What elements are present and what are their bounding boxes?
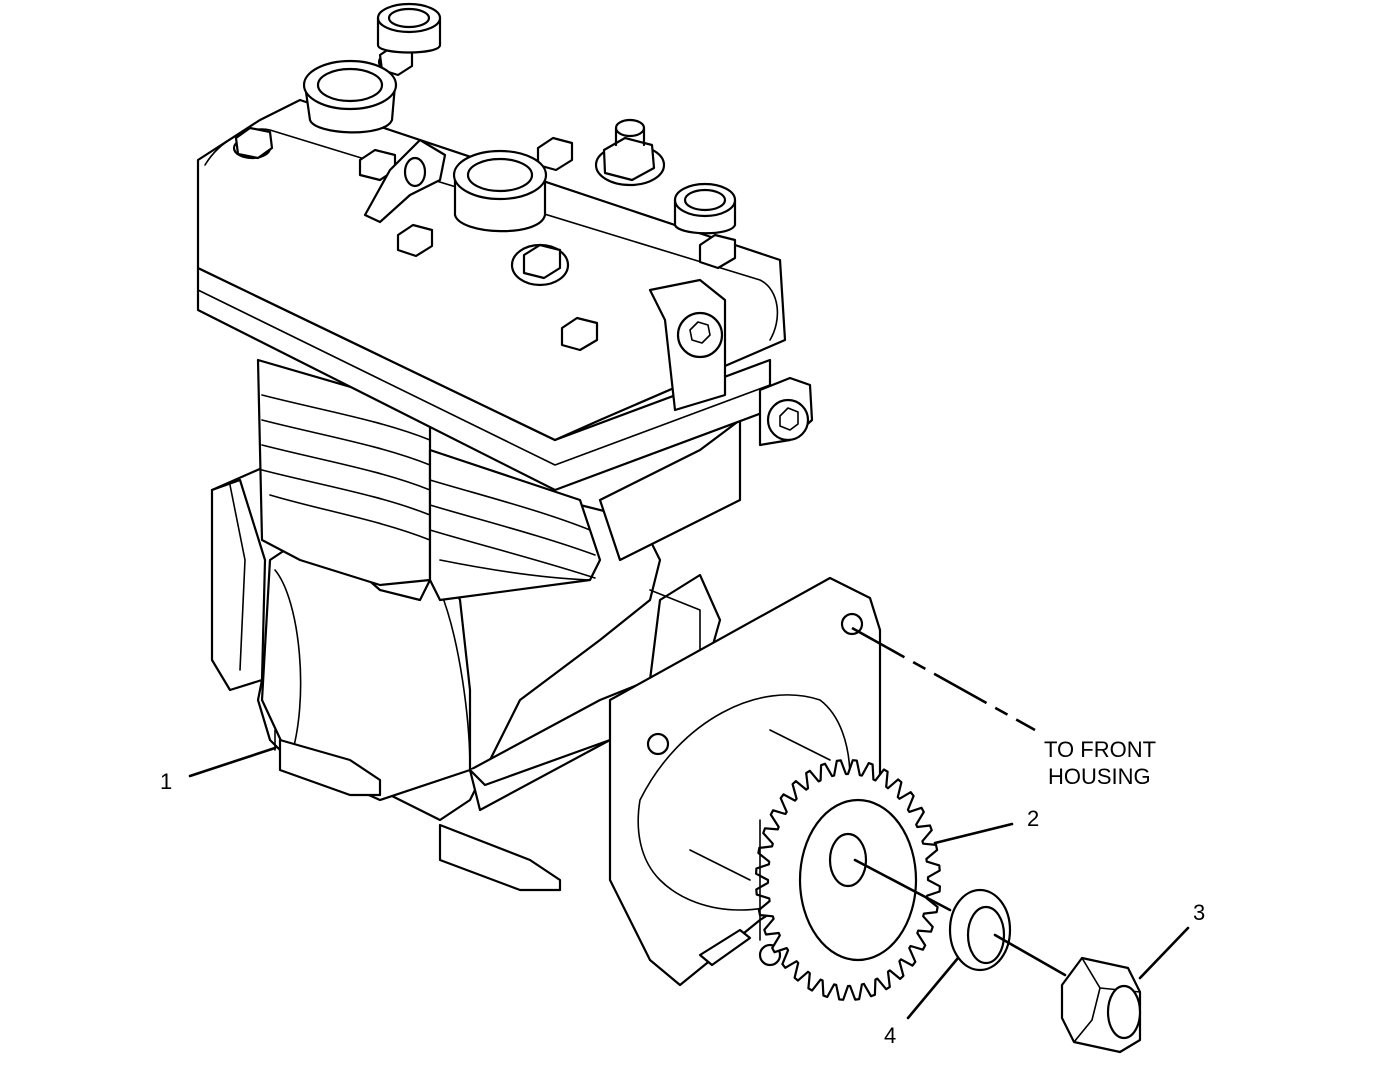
callout-1: 1: [160, 769, 172, 794]
callout-3: 3: [1193, 900, 1205, 925]
hex-nut: [1060, 956, 1142, 1054]
head-ports: [302, 2, 737, 235]
cylinder-head: [196, 98, 814, 492]
cylinders: [256, 358, 742, 602]
callout-labels: 1 2 3 4 TO FRONT HOUSING: [160, 737, 1205, 1048]
callout-4: 4: [884, 1023, 896, 1048]
leader-lines: [188, 626, 1190, 1020]
drive-gear: [755, 759, 941, 1001]
callout-2: 2: [1027, 806, 1039, 831]
to-front-housing-line1: TO FRONT: [1044, 737, 1156, 762]
head-bolts: [232, 43, 737, 352]
washer: [948, 888, 1012, 972]
to-front-housing-line2: HOUSING: [1048, 764, 1151, 789]
